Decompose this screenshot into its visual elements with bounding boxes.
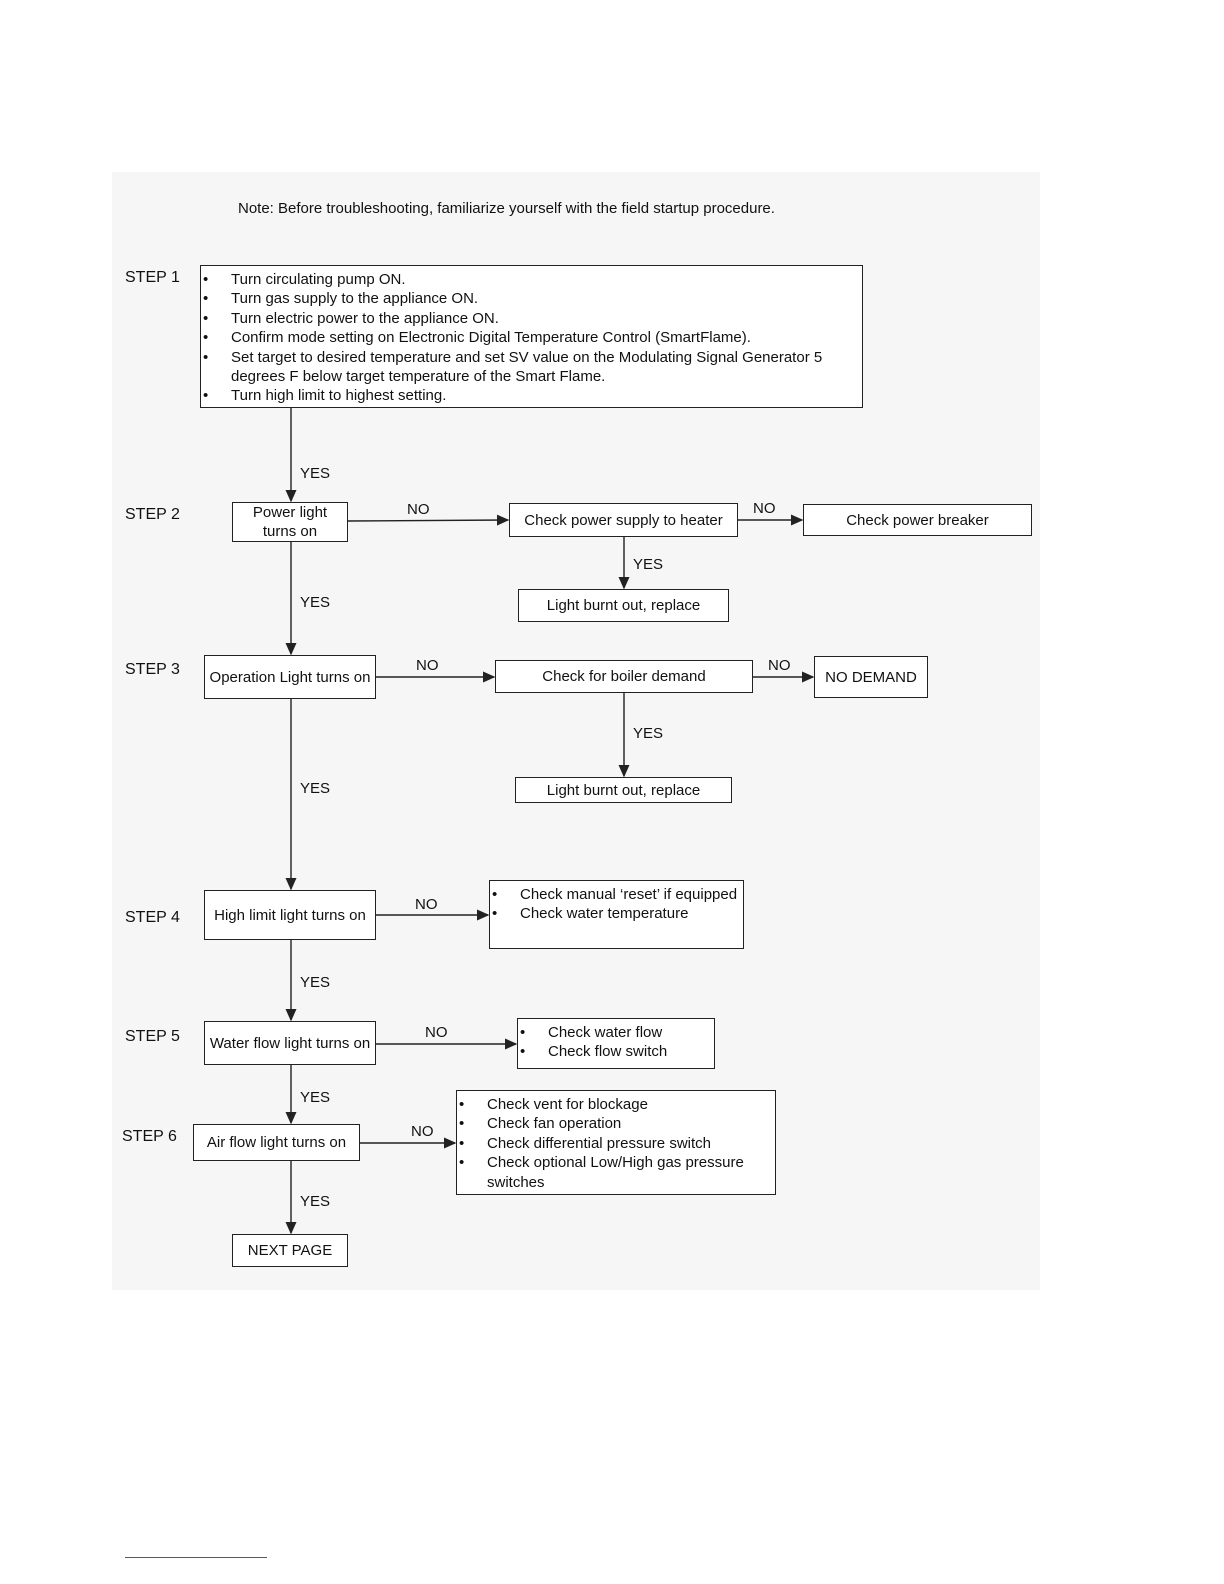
yes-label: YES xyxy=(300,1193,331,1210)
step-1-item: Confirm mode setting on Electronic Digit… xyxy=(201,328,862,348)
next-page-box: NEXT PAGE xyxy=(232,1234,348,1267)
step-1-item: Turn electric power to the appliance ON. xyxy=(201,309,862,329)
step-1-item: Set target to desired temperature and se… xyxy=(201,348,862,387)
water-flow-light-box: Water flow light turns on xyxy=(204,1021,376,1065)
check-power-breaker-box: Check power breaker xyxy=(803,504,1032,536)
step-1-item: Turn high limit to highest setting. xyxy=(201,386,862,406)
yes-label: YES xyxy=(633,725,664,742)
no-label: NO xyxy=(411,1123,434,1140)
step-2-label: STEP 2 xyxy=(125,506,180,523)
no-label: NO xyxy=(407,501,430,518)
no-label: NO xyxy=(768,657,791,674)
no-label: NO xyxy=(425,1024,448,1041)
step-1-item: Turn gas supply to the appliance ON. xyxy=(201,289,862,309)
yes-label: YES xyxy=(300,1089,331,1106)
check-boiler-demand-box: Check for boiler demand xyxy=(495,660,753,693)
no-label: NO xyxy=(416,657,439,674)
air-flow-light-box: Air flow light turns on xyxy=(193,1124,360,1161)
yes-label: YES xyxy=(633,556,664,573)
step-1-label: STEP 1 xyxy=(125,269,180,286)
power-light-box: Power light turns on xyxy=(232,502,348,542)
step-5-label: STEP 5 xyxy=(125,1028,180,1045)
yes-label: YES xyxy=(300,780,331,797)
step-5-checklist: Check water flow Check flow switch xyxy=(517,1018,715,1069)
yes-label: YES xyxy=(300,465,331,482)
operation-light-box: Operation Light turns on xyxy=(204,655,376,699)
step-4-label: STEP 4 xyxy=(125,909,180,926)
arrow-power-no xyxy=(347,514,510,526)
step-6-checklist: Check vent for blockage Check fan operat… xyxy=(456,1090,776,1195)
step-6-item: Check vent for blockage xyxy=(457,1095,775,1115)
no-label: NO xyxy=(415,896,438,913)
no-label: NO xyxy=(753,500,776,517)
step-4-checklist: Check manual ‘reset’ if equipped Check w… xyxy=(489,880,744,949)
no-demand-box: NO DEMAND xyxy=(814,656,928,698)
high-limit-light-box: High limit light turns on xyxy=(204,890,376,940)
step-4-item: Check water temperature xyxy=(490,904,743,924)
step-1-checklist: Turn circulating pump ON. Turn gas suppl… xyxy=(200,265,863,408)
light-burnt-out-box-2: Light burnt out, replace xyxy=(515,777,732,803)
step-5-item: Check flow switch xyxy=(518,1042,714,1062)
yes-label: YES xyxy=(300,594,331,611)
check-power-supply-box: Check power supply to heater xyxy=(509,503,738,537)
step-5-item: Check water flow xyxy=(518,1023,714,1043)
step-6-item: Check optional Low/High gas pressure swi… xyxy=(457,1153,775,1192)
step-1-item: Turn circulating pump ON. xyxy=(201,270,862,290)
yes-label: YES xyxy=(300,974,331,991)
note-text: Note: Before troubleshooting, familiariz… xyxy=(238,200,775,217)
footnote-separator xyxy=(125,1557,267,1558)
step-6-label: STEP 6 xyxy=(122,1128,177,1145)
step-3-label: STEP 3 xyxy=(125,661,180,678)
step-6-item: Check differential pressure switch xyxy=(457,1134,775,1154)
step-4-item: Check manual ‘reset’ if equipped xyxy=(490,885,743,905)
light-burnt-out-box-1: Light burnt out, replace xyxy=(518,589,729,622)
step-6-item: Check fan operation xyxy=(457,1114,775,1134)
